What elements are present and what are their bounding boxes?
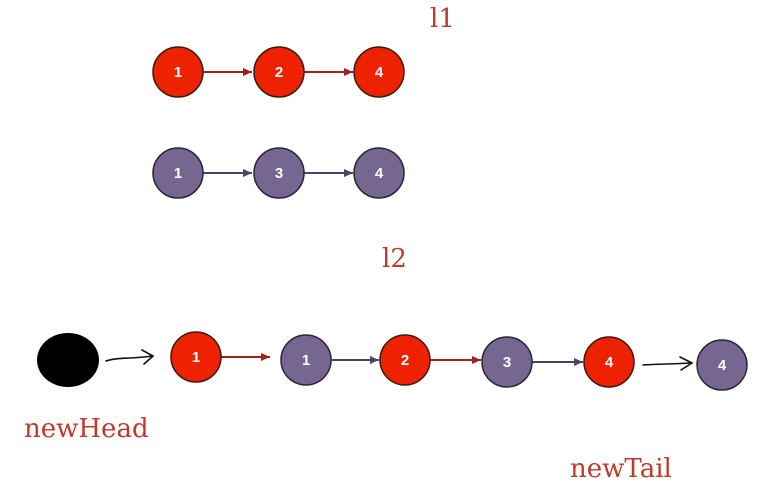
l2-node-1-value: 1 xyxy=(174,165,182,182)
l2-node-3: 4 xyxy=(353,147,405,199)
merged-node-1-value: 1 xyxy=(192,349,200,366)
tail-arrow xyxy=(642,356,694,371)
merged-node-5: 4 xyxy=(583,336,635,388)
l1-node-2-value: 2 xyxy=(275,64,283,81)
merged-node-4: 3 xyxy=(481,336,533,388)
merged-node-3: 2 xyxy=(379,334,431,386)
l2-node-3-value: 4 xyxy=(375,165,384,182)
l1-node-2: 2 xyxy=(253,46,305,98)
list2-label: l2 xyxy=(382,244,407,274)
head-arrow xyxy=(105,349,155,365)
l1-node-1-value: 1 xyxy=(174,64,182,81)
l1-node-1: 1 xyxy=(152,46,204,98)
dummy-head-node xyxy=(37,333,99,387)
l1-node-3: 4 xyxy=(353,46,405,98)
l2-node-2: 3 xyxy=(253,147,305,199)
new-head-label: newHead xyxy=(24,414,149,444)
merged-node-5-value: 4 xyxy=(605,354,614,371)
new-tail-label: newTail xyxy=(570,454,672,484)
merged-node-2: 1 xyxy=(280,334,332,386)
merged-node-2-value: 1 xyxy=(302,352,310,369)
merged-node-6-value: 4 xyxy=(718,357,727,374)
merged-node-6: 4 xyxy=(696,339,748,391)
l2-node-1: 1 xyxy=(152,147,204,199)
merged-node-4-value: 3 xyxy=(503,354,511,371)
list1-label: l1 xyxy=(430,4,455,34)
l1-node-3-value: 4 xyxy=(375,64,384,81)
merged-node-1: 1 xyxy=(170,331,222,383)
merged-node-3-value: 2 xyxy=(401,352,409,369)
l2-node-2-value: 3 xyxy=(275,165,283,182)
